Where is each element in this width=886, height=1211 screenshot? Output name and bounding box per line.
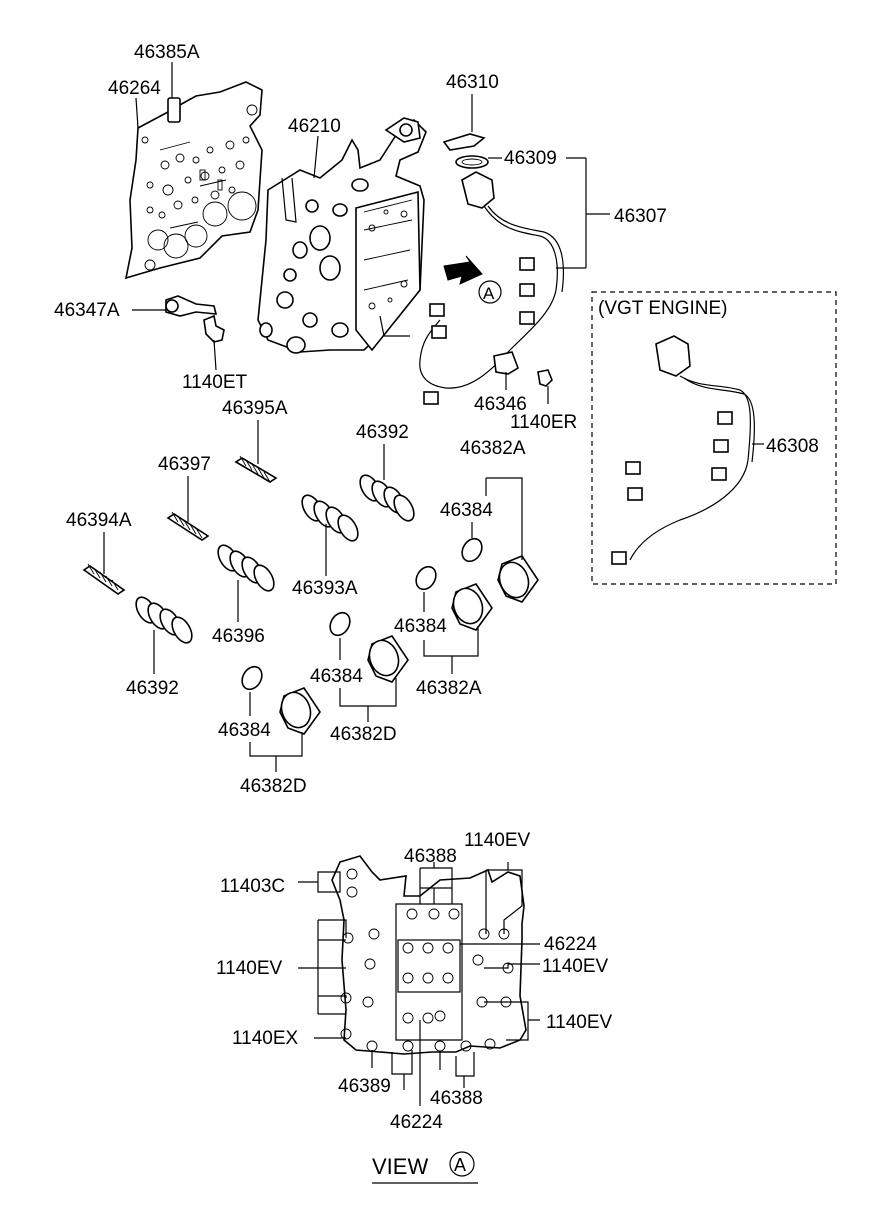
label-46384-a: 46384 bbox=[440, 500, 493, 521]
pipe-46347A bbox=[132, 295, 218, 317]
label-46210: 46210 bbox=[288, 116, 341, 137]
label-46264: 46264 bbox=[108, 78, 161, 99]
label-view-11403C: 11403C bbox=[220, 876, 285, 897]
clip-46310 bbox=[442, 94, 486, 151]
label-46394A: 46394A bbox=[66, 510, 132, 531]
label-46308: 46308 bbox=[766, 436, 819, 457]
ring-46384-b bbox=[415, 565, 437, 612]
label-46309: 46309 bbox=[504, 148, 557, 169]
spring-46392-top bbox=[359, 444, 415, 522]
label-46384-d: 46384 bbox=[218, 720, 271, 741]
oring-46309 bbox=[455, 155, 502, 169]
spring-46394A bbox=[82, 532, 126, 595]
label-view-1140EV-topright: 1140EV bbox=[464, 830, 531, 851]
label-view-46388-top: 46388 bbox=[404, 846, 457, 867]
label-view-1140EV-left: 1140EV bbox=[216, 958, 283, 979]
label-vgt-engine: (VGT ENGINE) bbox=[598, 298, 728, 319]
spring-46395A bbox=[234, 420, 278, 483]
plug-46382A-mid bbox=[423, 583, 493, 674]
separator-plate-46264 bbox=[124, 81, 263, 280]
label-view-46389: 46389 bbox=[338, 1076, 391, 1097]
label-view-46224-bottom: 46224 bbox=[390, 1112, 443, 1133]
label-view-46388-bottom: 46388 bbox=[430, 1088, 483, 1109]
label-46384-c: 46384 bbox=[310, 666, 363, 687]
spring-46393A bbox=[301, 494, 359, 576]
label-46384-b: 46384 bbox=[394, 616, 447, 637]
view-a-plate bbox=[298, 855, 540, 1184]
view-a-arrow bbox=[443, 255, 502, 304]
label-view-1140EV-right1: 1140EV bbox=[542, 956, 609, 977]
plug-46382A-top bbox=[485, 477, 539, 603]
label-1140ET: 1140ET bbox=[182, 372, 248, 393]
bracket-46346 bbox=[493, 351, 519, 390]
spring-46396 bbox=[217, 544, 275, 622]
valve-body-46210 bbox=[257, 117, 427, 354]
label-46382A-top: 46382A bbox=[460, 438, 526, 459]
ring-46384-a bbox=[461, 522, 483, 563]
plug-46382D-a bbox=[339, 635, 409, 722]
vgt-engine-box bbox=[591, 291, 837, 585]
label-46307: 46307 bbox=[614, 206, 667, 227]
harness-46307 bbox=[419, 157, 610, 405]
label-46392-top: 46392 bbox=[356, 422, 409, 443]
label-view-46224-right: 46224 bbox=[544, 934, 597, 955]
label-view-1140EV-right2: 1140EV bbox=[546, 1012, 613, 1033]
label-46393A: 46393A bbox=[292, 578, 358, 599]
spring-46397 bbox=[166, 476, 210, 541]
ring-46384-d bbox=[241, 665, 263, 716]
plug-46382D-b bbox=[249, 687, 321, 772]
label-arrow-a: A bbox=[483, 284, 495, 303]
label-46346: 46346 bbox=[474, 394, 527, 415]
part-46385A bbox=[167, 62, 181, 123]
label-view-letter: A bbox=[454, 1155, 466, 1175]
label-46385A: 46385A bbox=[134, 42, 200, 63]
label-46382D-a: 46382D bbox=[330, 724, 397, 745]
label-46382D-b: 46382D bbox=[240, 776, 307, 797]
label-46382A-mid: 46382A bbox=[416, 678, 482, 699]
spring-46392-bottom bbox=[135, 596, 193, 674]
label-46395A: 46395A bbox=[222, 398, 288, 419]
ring-46384-c bbox=[329, 611, 351, 660]
label-view-1140EX: 1140EX bbox=[232, 1028, 299, 1049]
label-view-title: VIEW bbox=[372, 1154, 428, 1179]
label-1140ER: 1140ER bbox=[510, 412, 577, 433]
label-46347A: 46347A bbox=[54, 300, 120, 321]
label-46310: 46310 bbox=[446, 72, 499, 93]
label-46396: 46396 bbox=[212, 626, 265, 647]
label-46397: 46397 bbox=[158, 454, 211, 475]
bolt-1140ET bbox=[203, 314, 225, 371]
label-46392-bottom: 46392 bbox=[126, 678, 179, 699]
bolt-1140ER bbox=[537, 369, 553, 404]
